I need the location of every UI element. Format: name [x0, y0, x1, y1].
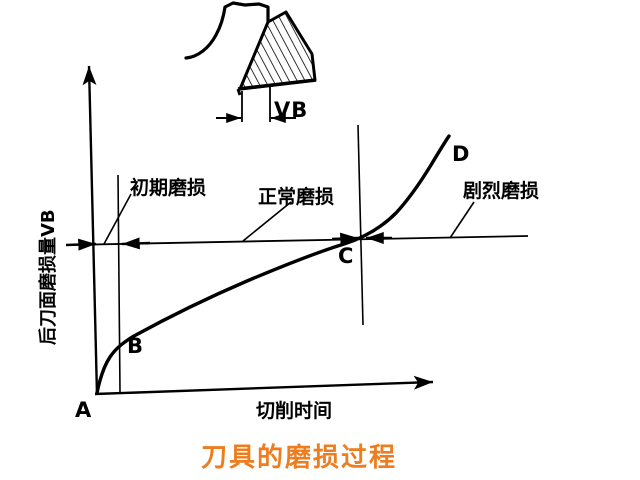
phase-label-normal: 正常磨损 [258, 186, 335, 208]
point-label-a: A [75, 398, 92, 422]
arrow-initial-right [121, 237, 151, 250]
wear-curve [95, 134, 451, 395]
x-axis-label: 切削时间 [256, 400, 333, 422]
divider-normal-severe [357, 124, 364, 326]
y-axis [82, 65, 99, 396]
chip-outline [184, 1, 270, 60]
phase-dividers [117, 124, 364, 393]
y-axis-label: 后刀面磨损量VB [38, 209, 59, 345]
leader-normal-wear [242, 201, 292, 242]
graph-axes [82, 65, 434, 396]
figure-title: 刀具的磨损过程 [201, 443, 398, 473]
tool-wedge [238, 10, 317, 91]
tool-flank-face [237, 78, 317, 91]
tool-inset-drawing [184, 1, 317, 124]
phase-leader-lines [103, 193, 475, 245]
phase-label-severe: 剧烈磨损 [463, 180, 540, 202]
arrow-initial-left [65, 238, 97, 251]
vb-inset-label: VB [274, 98, 309, 122]
phase-label-initial: 初期磨损 [130, 177, 207, 199]
point-label-d: D [452, 142, 470, 166]
phase-dimension-line [65, 232, 529, 251]
leader-initial-wear [103, 193, 132, 245]
divider-initial-normal [117, 174, 121, 393]
tool-nose-edge [236, 88, 242, 96]
leader-severe-wear [449, 201, 475, 239]
x-axis [94, 375, 434, 396]
point-label-c: C [338, 244, 354, 268]
point-label-b: B [127, 334, 144, 358]
arrow-severe-left [331, 232, 359, 245]
